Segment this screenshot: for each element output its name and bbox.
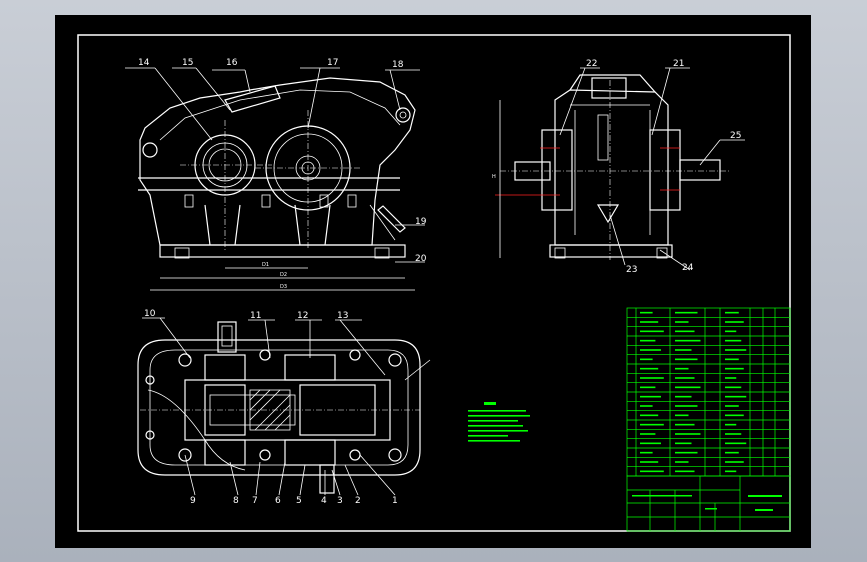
bom-cell-text xyxy=(675,321,689,323)
label-front-20: 20 xyxy=(415,254,427,264)
bom-cell-text xyxy=(725,461,744,463)
label-plan-6: 6 xyxy=(275,496,281,506)
bom-cell-text xyxy=(675,451,698,454)
bom-cell-text xyxy=(725,311,739,314)
bom-cell-text xyxy=(675,349,692,351)
bom-cell-text xyxy=(640,442,661,445)
plan-view: 10 11 12 13 9 8 7 6 5 4 3 2 1 xyxy=(137,309,431,506)
bom-cell-text xyxy=(640,367,659,370)
bom-cell-text xyxy=(640,339,656,342)
bom-cell-text xyxy=(725,451,739,454)
label-plan-1: 1 xyxy=(392,496,398,506)
label-front-19: 19 xyxy=(415,217,427,227)
bom-cell-text xyxy=(675,423,695,426)
bom-cell-text xyxy=(675,405,698,407)
label-plan-13: 13 xyxy=(337,311,348,321)
dim-side-h: H xyxy=(492,174,496,180)
bom-cell-text xyxy=(675,461,689,463)
bom-cell-text xyxy=(640,395,661,398)
bom-cell-text xyxy=(640,330,664,333)
label-plan-11: 11 xyxy=(250,311,261,321)
bom-cell-text xyxy=(640,377,664,379)
bom-cell-text xyxy=(725,330,737,333)
label-front-17: 17 xyxy=(327,58,338,68)
bom-cell-text xyxy=(725,470,737,473)
bom-cell-text xyxy=(725,423,737,426)
bom-cell-text xyxy=(675,339,701,342)
bom-cell-text xyxy=(640,311,653,314)
bom-cell-text xyxy=(725,395,747,398)
bom-cell-text xyxy=(675,395,692,398)
bom-cell-text xyxy=(640,451,653,454)
bom-cell-text xyxy=(675,358,698,361)
label-front-14: 14 xyxy=(138,58,150,68)
label-plan-10: 10 xyxy=(144,309,156,319)
bom-cell-text xyxy=(675,330,695,333)
bom-cell-text xyxy=(725,377,737,379)
bom-cell-text xyxy=(725,386,742,389)
bom-cell-text xyxy=(640,349,661,351)
label-side-24: 24 xyxy=(682,263,694,273)
label-plan-7: 7 xyxy=(252,496,258,506)
bom-cell-text xyxy=(725,321,744,323)
bom-cell-text xyxy=(640,433,656,435)
bom-cell-text xyxy=(725,442,747,445)
dim-front-c: D3 xyxy=(280,284,287,290)
bom-cell-text xyxy=(640,461,659,463)
bom-cell-text xyxy=(675,470,695,473)
bom-cell-text xyxy=(640,405,653,407)
label-plan-4: 4 xyxy=(321,496,327,506)
bom-cell-text xyxy=(725,414,744,417)
label-side-25: 25 xyxy=(730,131,741,141)
bom-cell-text xyxy=(640,414,659,417)
bom-cell-text xyxy=(675,433,701,435)
bom-cell-text xyxy=(675,311,698,314)
dim-front-b: D2 xyxy=(280,272,287,278)
label-plan-3: 3 xyxy=(337,496,343,506)
bom-cell-text xyxy=(725,349,747,351)
title-block xyxy=(626,475,791,532)
label-plan-12: 12 xyxy=(297,311,308,321)
side-view: H 22 21 25 23 24 xyxy=(492,59,745,275)
bom-cell-text xyxy=(640,470,664,473)
label-side-22: 22 xyxy=(586,59,597,69)
label-side-21: 21 xyxy=(673,59,684,69)
bom-cell-text xyxy=(640,321,659,323)
bom-cell-text xyxy=(675,367,689,370)
label-front-18: 18 xyxy=(392,60,404,70)
bom-cell-text xyxy=(675,386,701,389)
bom-cell-text xyxy=(725,367,744,370)
dim-front-a: D1 xyxy=(262,262,269,268)
label-plan-8: 8 xyxy=(233,496,239,506)
bom-cell-text xyxy=(640,386,656,389)
bom-cell-text xyxy=(675,442,692,445)
bom-cell-text xyxy=(640,358,653,361)
bom-cell-text xyxy=(725,433,742,435)
label-side-23: 23 xyxy=(626,265,637,275)
bom-cell-text xyxy=(725,405,739,407)
label-plan-2: 2 xyxy=(355,496,361,506)
bom-cell-text xyxy=(675,414,689,417)
drawing-sheet xyxy=(55,15,811,548)
bom-cell-text xyxy=(640,423,664,426)
bom-cell-text xyxy=(725,339,742,342)
drawing-border xyxy=(77,34,791,532)
label-front-15: 15 xyxy=(182,58,193,68)
technical-notes xyxy=(468,402,530,442)
label-plan-5: 5 xyxy=(296,496,302,506)
bom-cell-text xyxy=(725,358,739,361)
label-plan-9: 9 xyxy=(190,496,196,506)
bom-cell-text xyxy=(675,377,695,379)
front-view: D1 D2 D3 14 15 16 17 18 19 20 xyxy=(125,58,427,291)
label-front-16: 16 xyxy=(226,58,238,68)
